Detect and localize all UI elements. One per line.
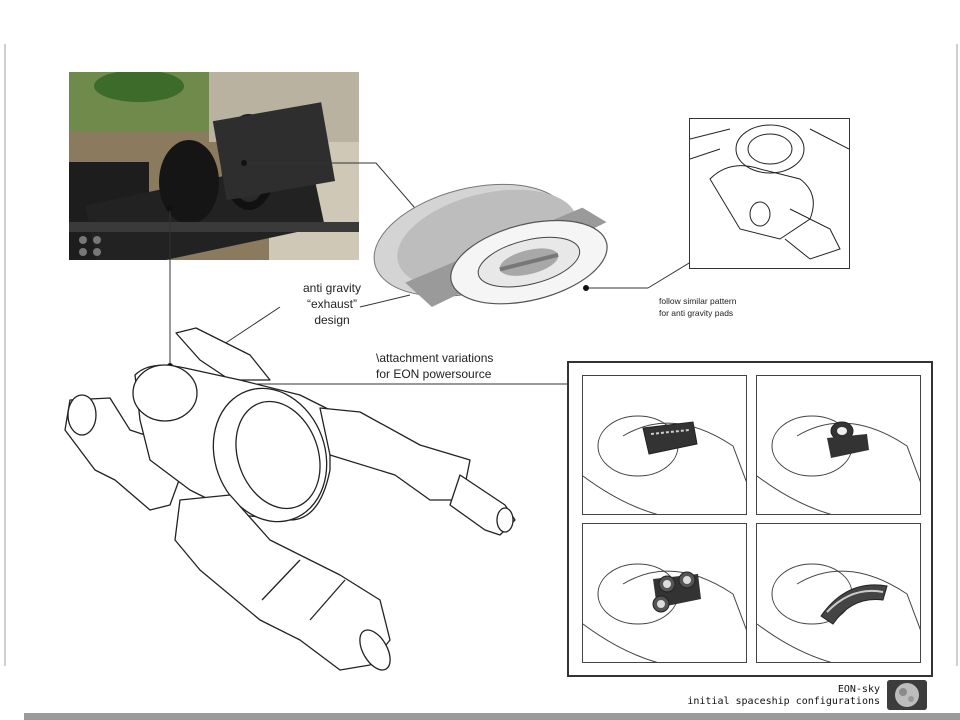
variation-4 (756, 523, 921, 663)
variation-3 (582, 523, 747, 663)
variation-2 (756, 375, 921, 515)
annotation-exhaust-design: anti gravity “exhaust” design (302, 281, 362, 327)
variation-1 (582, 375, 747, 515)
sheet-border-left (4, 44, 6, 666)
annotation-attachment-variations: \attachment variations for EON powersour… (376, 351, 494, 381)
attachment-variations-panel (567, 361, 933, 677)
project-subtitle: initial spaceship configurations (687, 696, 880, 707)
reference-sketch-anti-gravity-pad (689, 118, 850, 269)
planet-logo (887, 680, 927, 710)
reference-photo-camera-lens (69, 72, 359, 260)
bottom-bar (24, 713, 960, 720)
project-name: EON-sky (837, 684, 880, 695)
sheet-border-right (956, 44, 958, 666)
annotation-anti-gravity-pads: follow similar pattern for anti gravity … (659, 296, 737, 318)
title-block: EON-sky initial spaceship configurations (687, 684, 880, 708)
